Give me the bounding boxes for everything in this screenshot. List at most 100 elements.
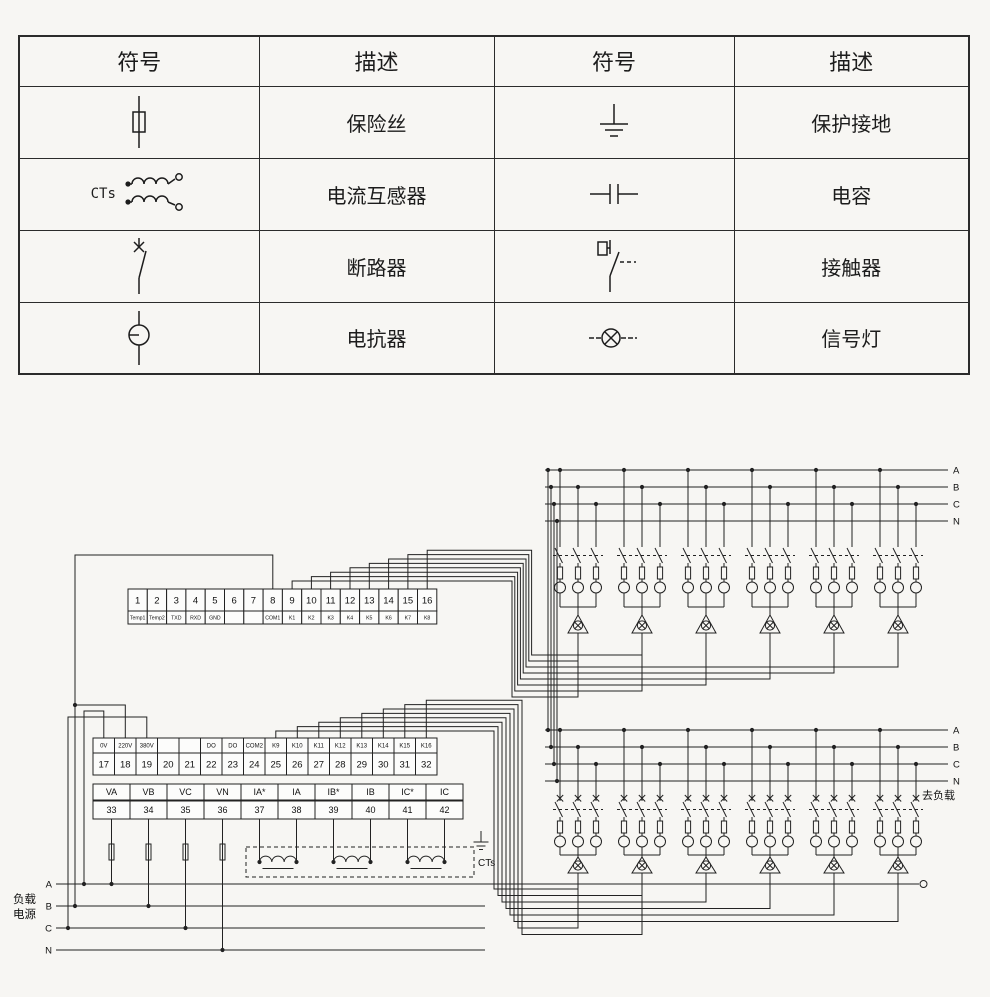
reactor-coil [782,581,794,594]
breaker-x-mark [876,794,884,802]
terminal-top-label: 16 [422,595,433,606]
terminal-bottom-label: 36 [217,805,227,815]
breaker-x-mark [894,794,902,802]
breaker-x-mark [720,794,728,802]
junction-dot [548,484,554,490]
breaker-blade [572,801,581,818]
ct-zone: CTs [245,831,495,878]
ct-coil [333,855,371,863]
contactor-blade [636,547,645,564]
legend-header-desc-left: 描述 [258,35,495,87]
junction-dot [109,881,114,887]
junction-dot [81,881,87,887]
terminal-top-label: 9 [289,595,294,606]
contactor-blade [828,547,837,564]
terminal-top-label: K5 [366,615,372,621]
terminal-top-label: K8 [424,615,430,621]
breaker-blade [618,801,627,818]
terminal-top-label: 11 [326,595,336,606]
reactor-coil [682,835,694,848]
terminal-bottom-label: IB [366,787,375,797]
breaker-x-mark [812,794,820,802]
terminal-bottom-label: IA [292,787,301,797]
reactor-coil [618,835,630,848]
terminal-mid-cell [178,737,201,754]
signal-lamp-x [830,622,838,629]
fuse-box [556,566,564,580]
terminal-top-label: 1 [135,595,140,606]
junction-dot [548,744,554,750]
terminal-mid-label: K16 [421,744,432,750]
contactor-blade [700,547,709,564]
legend-row-4: 电抗器 信号灯 [18,301,970,375]
bus-label-n: N [45,946,52,957]
bus-label-n: N [953,777,960,788]
signal-lamp [892,860,904,871]
fuse-box [638,820,646,834]
signal-lamp [636,620,648,631]
terminal-mid-label: 17 [98,759,109,770]
fuse-box [556,820,564,834]
control-wire-k11 [318,721,707,903]
fuse-box [702,820,710,834]
contactor-blade [846,547,855,564]
reactor-coil [718,835,730,848]
bus-label-a: A [953,466,960,477]
terminal-top-cell [224,610,245,625]
signal-lamp [572,860,584,871]
junction-dot [65,925,71,931]
breaker-x-mark [592,794,600,802]
terminal-top-label: K1 [289,615,295,621]
terminal-mid-label: 28 [335,759,346,770]
breaker-x-mark [684,794,692,802]
junction-dot [442,859,447,865]
terminal-mid-label: 21 [184,759,195,770]
terminal-top-label: K3 [327,615,333,621]
control-wire-k5 [368,562,835,674]
control-wire-k8 [426,549,643,656]
junction-dot [257,859,262,865]
com1-supply-wire [74,554,274,906]
terminal-top-cell [243,610,264,625]
breaker-x-mark [784,794,792,802]
fuse-box [766,566,774,580]
terminal-mid-label: DO [228,744,237,750]
signal-lamp-x [766,622,774,629]
terminal-top-label: Temp2 [149,615,165,621]
legend-desc-fuse: 保险丝 [258,85,495,159]
terminal-top-label: 3 [174,595,179,606]
contactor-blade [810,547,819,564]
fuse-box [876,566,884,580]
cts-symbol-label: CTs [90,186,116,202]
reactor-symbol-icon [18,301,260,375]
capacitor-branches [553,467,923,877]
reactor-coil [828,835,840,848]
signal-lamp [572,620,584,631]
control-wire-k16 [425,699,643,935]
breaker-blade [828,801,837,818]
reactor-coil [590,581,602,594]
contactor-blade [682,547,691,564]
contactor-blade [910,547,919,564]
reactor-coil [828,581,840,594]
signal-lamp [700,620,712,631]
load-power-label-line1: 负载 [13,892,36,906]
signal-lamp [764,860,776,871]
fuse-box [848,566,856,580]
breaker-blade [846,801,855,818]
reactor-coil [892,581,904,594]
reactor-coil [874,581,886,594]
supply-wire-220v [75,704,126,738]
terminal-bottom-label: 39 [328,805,338,815]
terminal-top-label: K7 [405,615,411,621]
legend-header-symbol-right: 符号 [493,35,735,87]
terminal-mid-label: 30 [378,759,389,770]
supply-wire-0v [83,710,105,884]
legend-desc-ct: 电流互感器 [258,157,495,231]
fuse-box [656,566,664,580]
terminal-bottom-label: 35 [180,805,190,815]
terminal-top-cell [417,610,438,625]
fuse-box [574,820,582,834]
terminal-mid-label: 220V [118,744,132,750]
control-wire-k12 [339,717,771,909]
